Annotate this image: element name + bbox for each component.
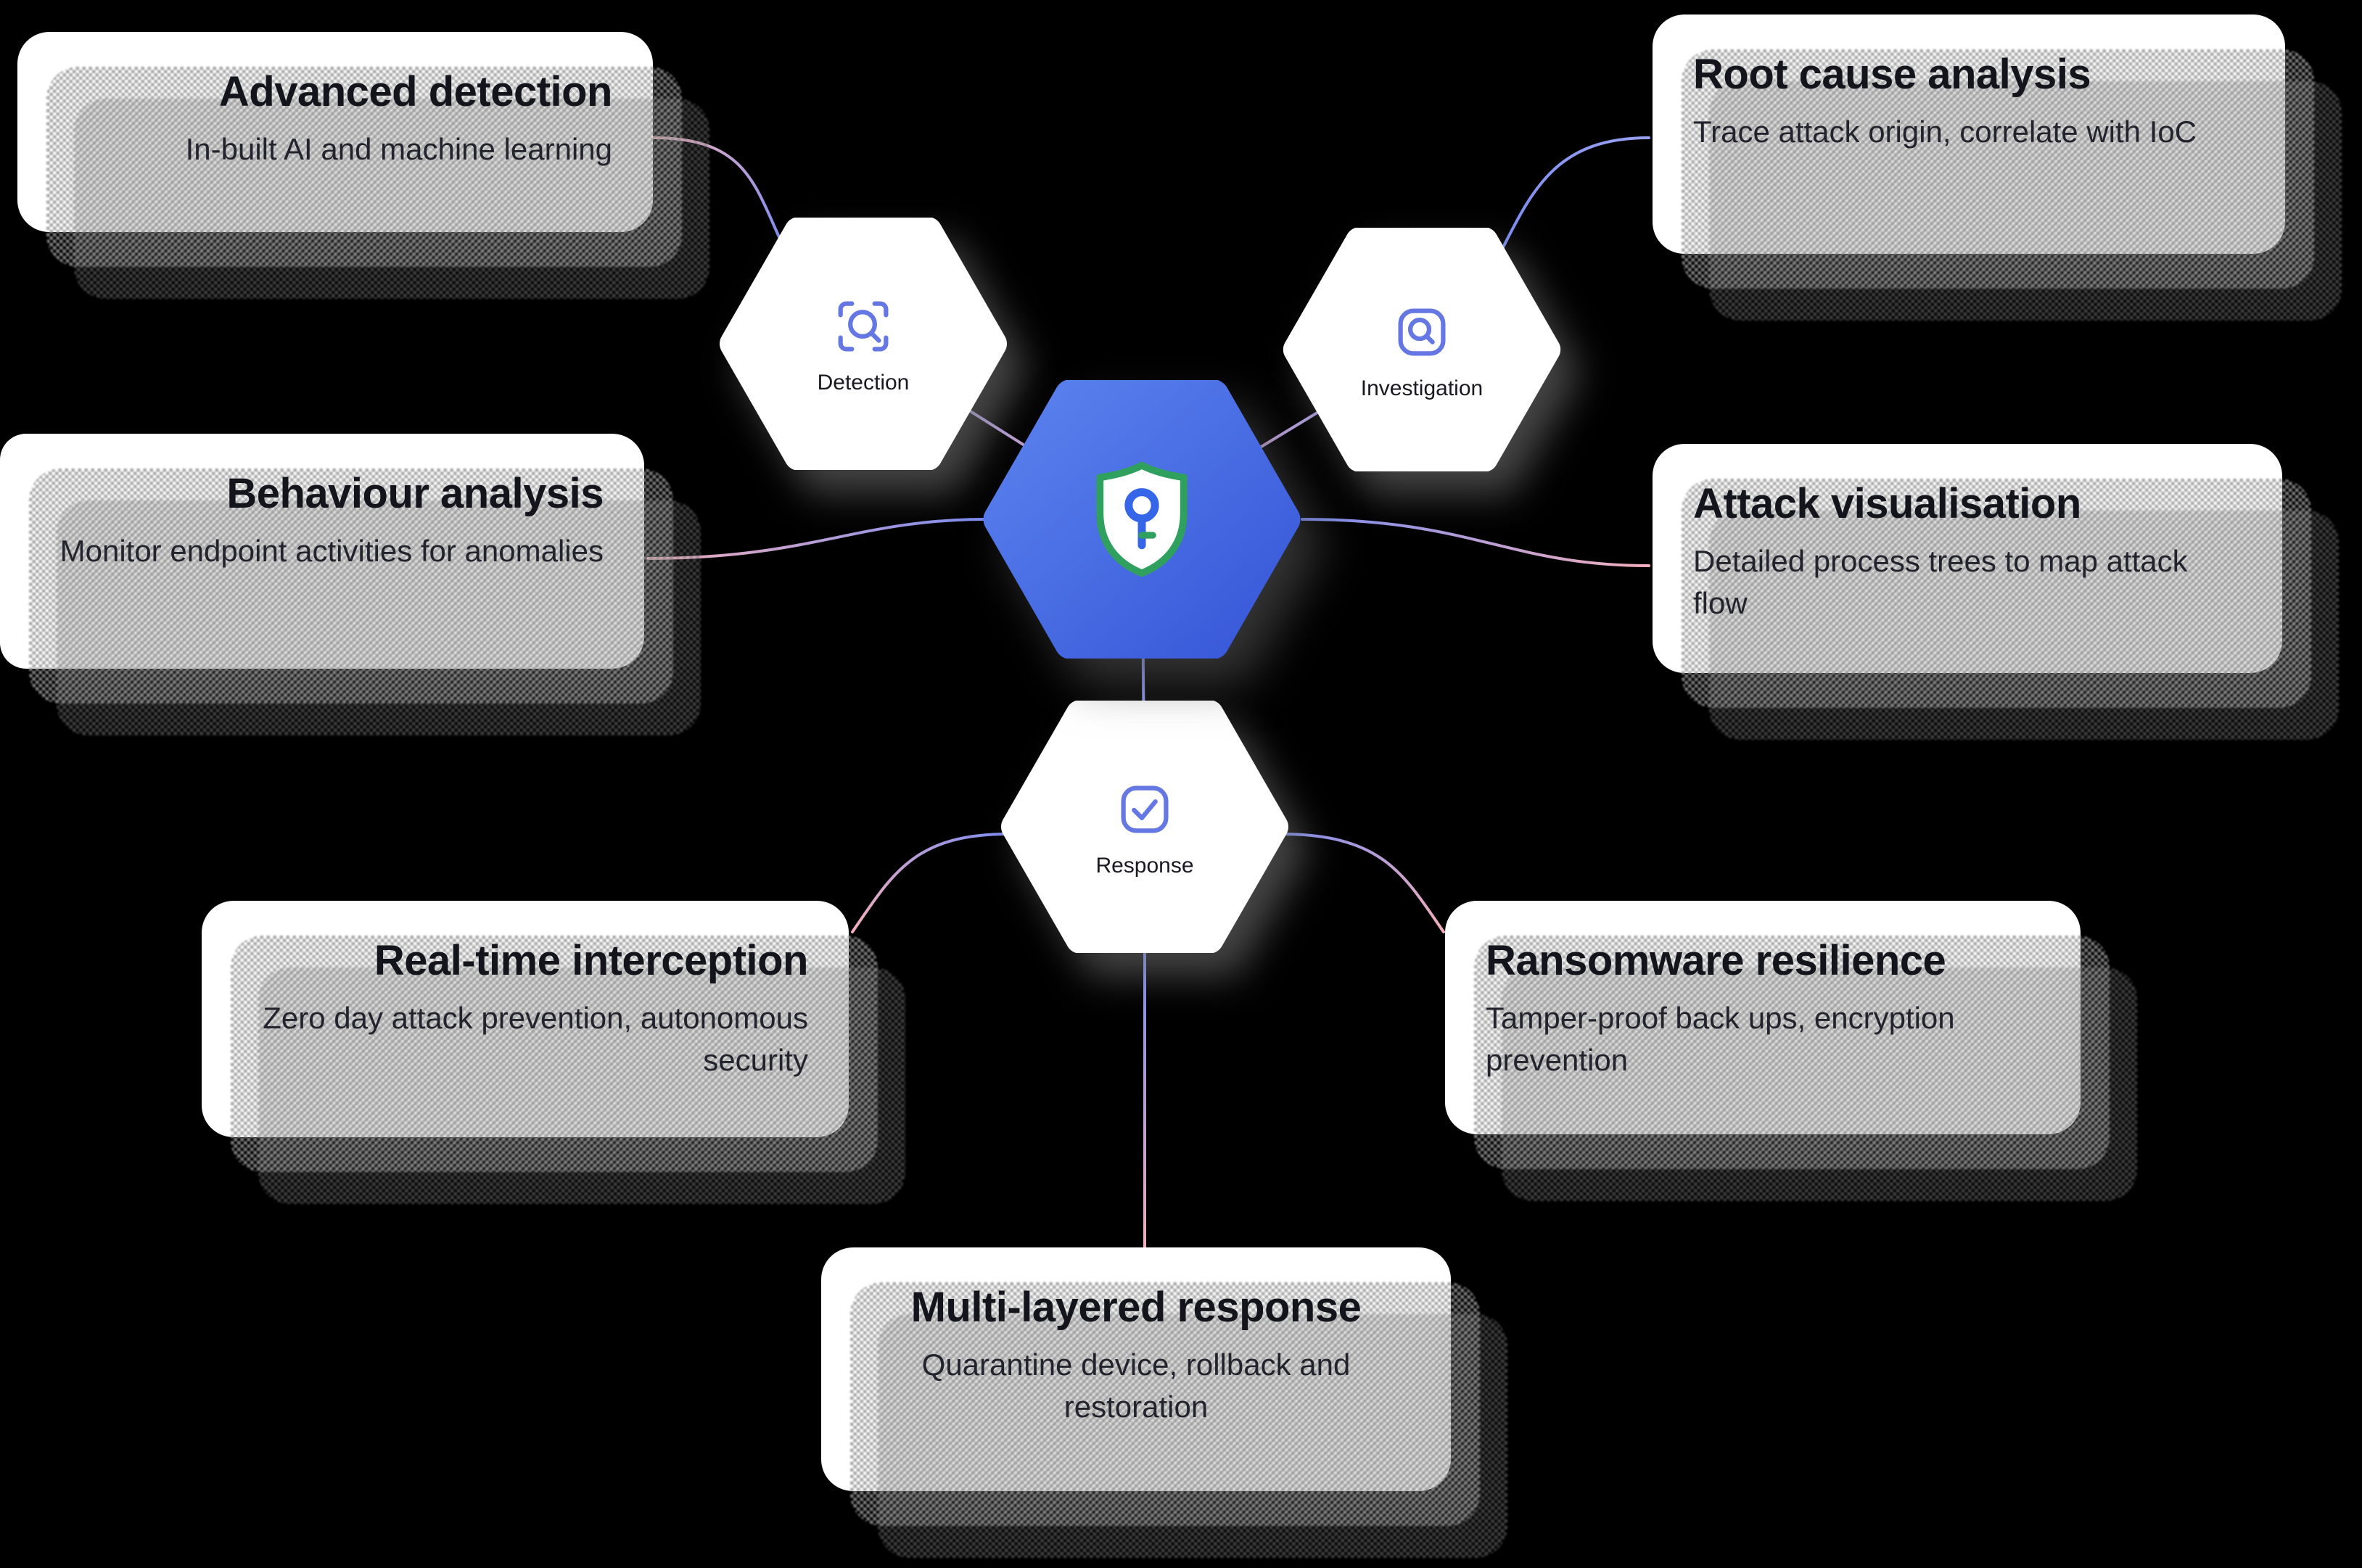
response-hexagon: Response	[1000, 701, 1290, 953]
hexagon-shape	[1283, 228, 1561, 471]
investigation-label: Investigation	[1360, 376, 1484, 400]
card-real-time-interception: Real-time interception Zero day attack p…	[202, 901, 849, 1137]
scan-search-icon	[838, 301, 889, 352]
card-title: Attack visualisation	[1693, 480, 2081, 527]
shield-key-icon	[1096, 461, 1188, 577]
connector-attackvis-to-center	[1301, 518, 1650, 567]
card-subtitle: In-built AI and machine learning	[185, 131, 612, 166]
card-ransomware-resilience: Ransomware resilience Tamper-proof back …	[1445, 901, 2081, 1134]
card-title: Root cause analysis	[1693, 51, 2091, 98]
detection-hexagon: Detection	[718, 218, 1008, 470]
card-behaviour-analysis: Behaviour analysis Monitor endpoint acti…	[0, 434, 644, 669]
hexagon-shape	[1001, 701, 1288, 953]
response-label: Response	[1095, 854, 1194, 878]
card-title: Multi-layered response	[910, 1284, 1362, 1331]
card-subtitle: Monitor endpoint activities for anomalie…	[59, 533, 604, 568]
central-brand-hexagon	[981, 380, 1303, 659]
card-subtitle: Tamper-proof back ups, encryption preven…	[1486, 1000, 1955, 1077]
card-subtitle: Zero day attack prevention, autonomous s…	[263, 1000, 808, 1077]
card-root-cause-analysis: Root cause analysis Trace attack origin,…	[1653, 15, 2285, 254]
card-subtitle: Trace attack origin, correlate with IoC	[1693, 114, 2197, 149]
card-multi-layered-response: Multi-layered response Quarantine device…	[821, 1247, 1451, 1491]
card-title: Real-time interception	[374, 937, 809, 984]
checkmark-square-icon	[1121, 785, 1169, 833]
card-advanced-detection: Advanced detection In-built AI and machi…	[17, 32, 653, 232]
detection-label: Detection	[817, 371, 910, 395]
card-subtitle: Quarantine device, rollback and restorat…	[921, 1347, 1351, 1424]
card-title: Behaviour analysis	[226, 470, 604, 517]
investigation-hexagon: Investigation	[1281, 228, 1563, 471]
card-attack-visualisation: Attack visualisation Detailed process tr…	[1653, 444, 2282, 673]
connector-response-to-realtime	[851, 833, 1010, 933]
connector-rootcause-to-investigation	[1500, 136, 1650, 252]
connector-behaviour-to-center	[646, 518, 988, 560]
card-title: Ransomware resilience	[1486, 937, 1946, 984]
card-subtitle: Detailed process trees to map attack flo…	[1693, 543, 2188, 620]
hexagon-shape	[720, 218, 1007, 470]
magnifier-square-icon	[1398, 308, 1446, 356]
card-title: Advanced detection	[218, 68, 613, 115]
connector-response-to-ransomware	[1279, 833, 1445, 933]
